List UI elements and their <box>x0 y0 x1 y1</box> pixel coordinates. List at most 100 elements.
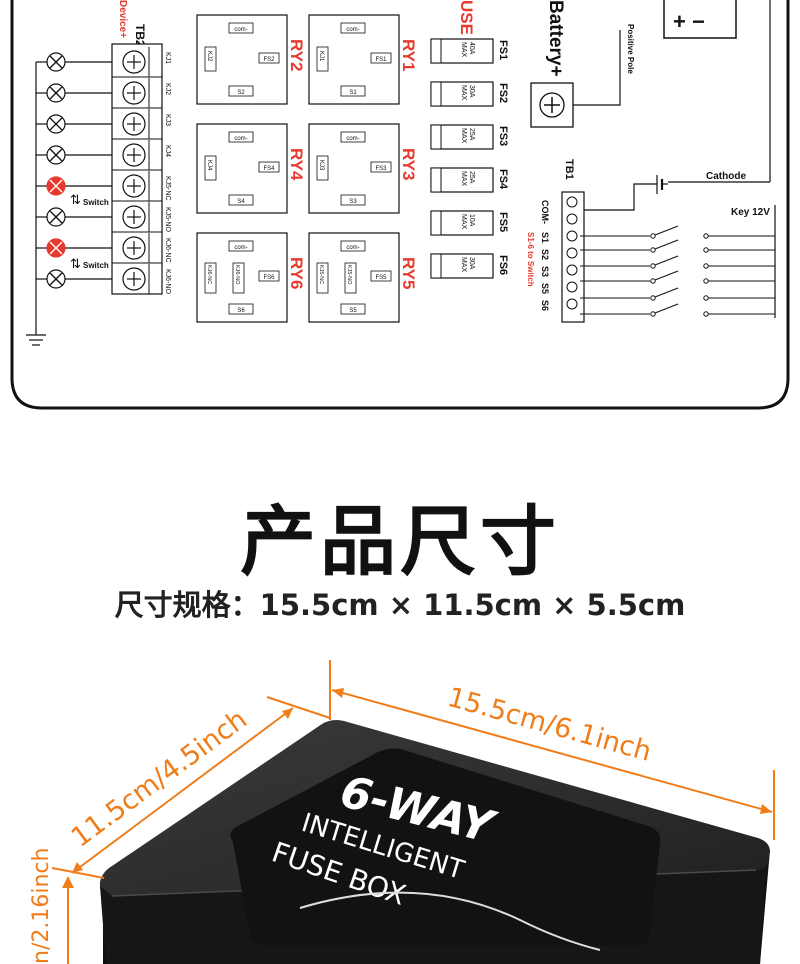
switch-label: Switch <box>83 198 109 207</box>
fuse-max-label: MAX <box>460 171 467 187</box>
fuse-amp-label: 30A <box>468 85 475 98</box>
tb1-note: S1-6 to Switch <box>526 232 535 287</box>
fuse-max-label: MAX <box>460 42 467 58</box>
tb1-terminal-block <box>561 191 585 323</box>
fuse-amp-label: 25A <box>468 171 475 184</box>
tb1-screw-icon <box>566 230 578 242</box>
lamp-icon <box>46 52 66 72</box>
ground-icon <box>26 334 46 346</box>
lamp-icon <box>46 145 66 165</box>
key-switch-icon <box>650 303 709 317</box>
switch-1: ⇅ Switch <box>70 192 109 207</box>
product-label-plate: 6-WAY INTELLIGENT FUSE BOX <box>230 748 661 951</box>
tb1-label: TB1 <box>563 159 575 180</box>
tb1-terminal-label: COM- <box>540 200 550 224</box>
fuse-max-label: MAX <box>460 257 467 273</box>
fuse-amp-label: 30A <box>468 257 475 270</box>
relay-name-label: RY4 <box>287 148 306 181</box>
tb2-label: TB2 <box>133 24 147 47</box>
relay-s-label: S2 <box>237 90 245 96</box>
fuse-name-label: FS4 <box>497 169 509 190</box>
tb1-terminal-label: S1 <box>540 232 550 243</box>
fuse-max-label: MAX <box>460 128 467 144</box>
relay-kj-no-label: KJ5-NO <box>346 265 352 285</box>
relay-name-label: RY1 <box>399 39 418 71</box>
relay-kj-label: KJ4 <box>206 160 212 171</box>
tb2-terminal-label: KJ1 <box>164 52 171 64</box>
fuse-max-label: MAX <box>460 85 467 101</box>
svg-text:⇅: ⇅ <box>70 256 81 271</box>
switch-2: ⇅ Switch <box>70 256 109 271</box>
relay-s-label: S4 <box>237 199 245 205</box>
wiring-diagram: TB2 Device+ KJ1KJ2KJ3KJ4KJ5-NCKJ5-NOKJ6-… <box>10 0 790 410</box>
fuse-name-label: FS1 <box>497 40 509 60</box>
relay-com-label: com- <box>234 245 247 251</box>
tb2-terminal-label: KJ2 <box>164 83 171 95</box>
key-switch-icon <box>650 255 709 269</box>
relay-kj-nc-label: KJ5-NC <box>318 265 324 284</box>
lamp-icon <box>46 83 66 103</box>
battery-icon: + − <box>663 0 737 39</box>
tb1-terminal-label: S2 <box>540 249 550 260</box>
relay-com-label: com- <box>234 27 247 33</box>
relay-com-label: com- <box>234 136 247 142</box>
relay-fs-label: FS5 <box>375 275 387 281</box>
relay-com-label: com- <box>346 245 359 251</box>
battery-label: Battery+ <box>545 0 566 77</box>
tb1-screw-icon <box>566 196 578 208</box>
label-swoosh <box>299 891 601 951</box>
tb1-screw-icon <box>566 298 578 310</box>
fuse-name-label: FS3 <box>497 126 509 146</box>
relay-kj-label: KJ1 <box>318 51 324 62</box>
relay-fs-label: FS2 <box>263 57 275 63</box>
relay-com-label: com- <box>346 27 359 33</box>
tb1-terminal-label: S6 <box>540 300 550 311</box>
tb2-sublabel: Device+ <box>117 0 128 38</box>
relay-fs-label: FS3 <box>375 166 387 172</box>
relay-com-label: com- <box>346 136 359 142</box>
tb2-terminal-label: KJ3 <box>164 114 171 126</box>
relay-name-label: RY6 <box>287 257 306 289</box>
tb1-screw-icon <box>566 247 578 259</box>
fuse-amp-label: 25A <box>468 128 475 141</box>
fuse-name-label: FS2 <box>497 83 509 103</box>
fuse-amp-label: 40A <box>468 42 475 55</box>
relay-ry4: com- S4 FS4 KJ4 RY4 <box>196 123 306 214</box>
relay-kj-label: KJ3 <box>318 160 324 171</box>
relay-kj-no-label: KJ6-NO <box>234 265 240 285</box>
tb1-terminal-label: S5 <box>540 283 550 294</box>
lamp-active-icon <box>46 176 66 196</box>
svg-text:⇅: ⇅ <box>70 192 81 207</box>
fuse-amp-label: 10A <box>468 214 475 227</box>
tb1-screw-icon <box>566 264 578 276</box>
relay-fs-label: FS4 <box>263 166 275 172</box>
key-switch-icon <box>650 239 709 253</box>
fuse-name-label: FS5 <box>497 212 509 232</box>
tb2-terminal-label: KJ6-NC <box>164 238 171 263</box>
fuse-max-label: MAX <box>460 214 467 230</box>
fuse-name-label: FS6 <box>497 255 509 275</box>
lamp-icon <box>46 207 66 227</box>
relay-s-label: S3 <box>349 199 357 205</box>
dimension-spec: 尺寸规格：15.5cm × 11.5cm × 5.5cm <box>114 588 686 622</box>
tb1-screw-icon <box>566 213 578 225</box>
tb2-terminal-label: KJ5-NO <box>164 207 171 232</box>
relay-s-label: S1 <box>349 90 357 96</box>
lamp-icon <box>46 269 66 289</box>
positive-pole-label: Positive Pole <box>626 24 635 74</box>
relay-s-label: S6 <box>237 308 245 314</box>
relay-fs-label: FS6 <box>263 275 275 281</box>
tb1-terminal-label: S3 <box>540 266 550 277</box>
battery-sign: + − <box>673 9 705 34</box>
tb2-terminal-label: KJ4 <box>164 145 171 157</box>
